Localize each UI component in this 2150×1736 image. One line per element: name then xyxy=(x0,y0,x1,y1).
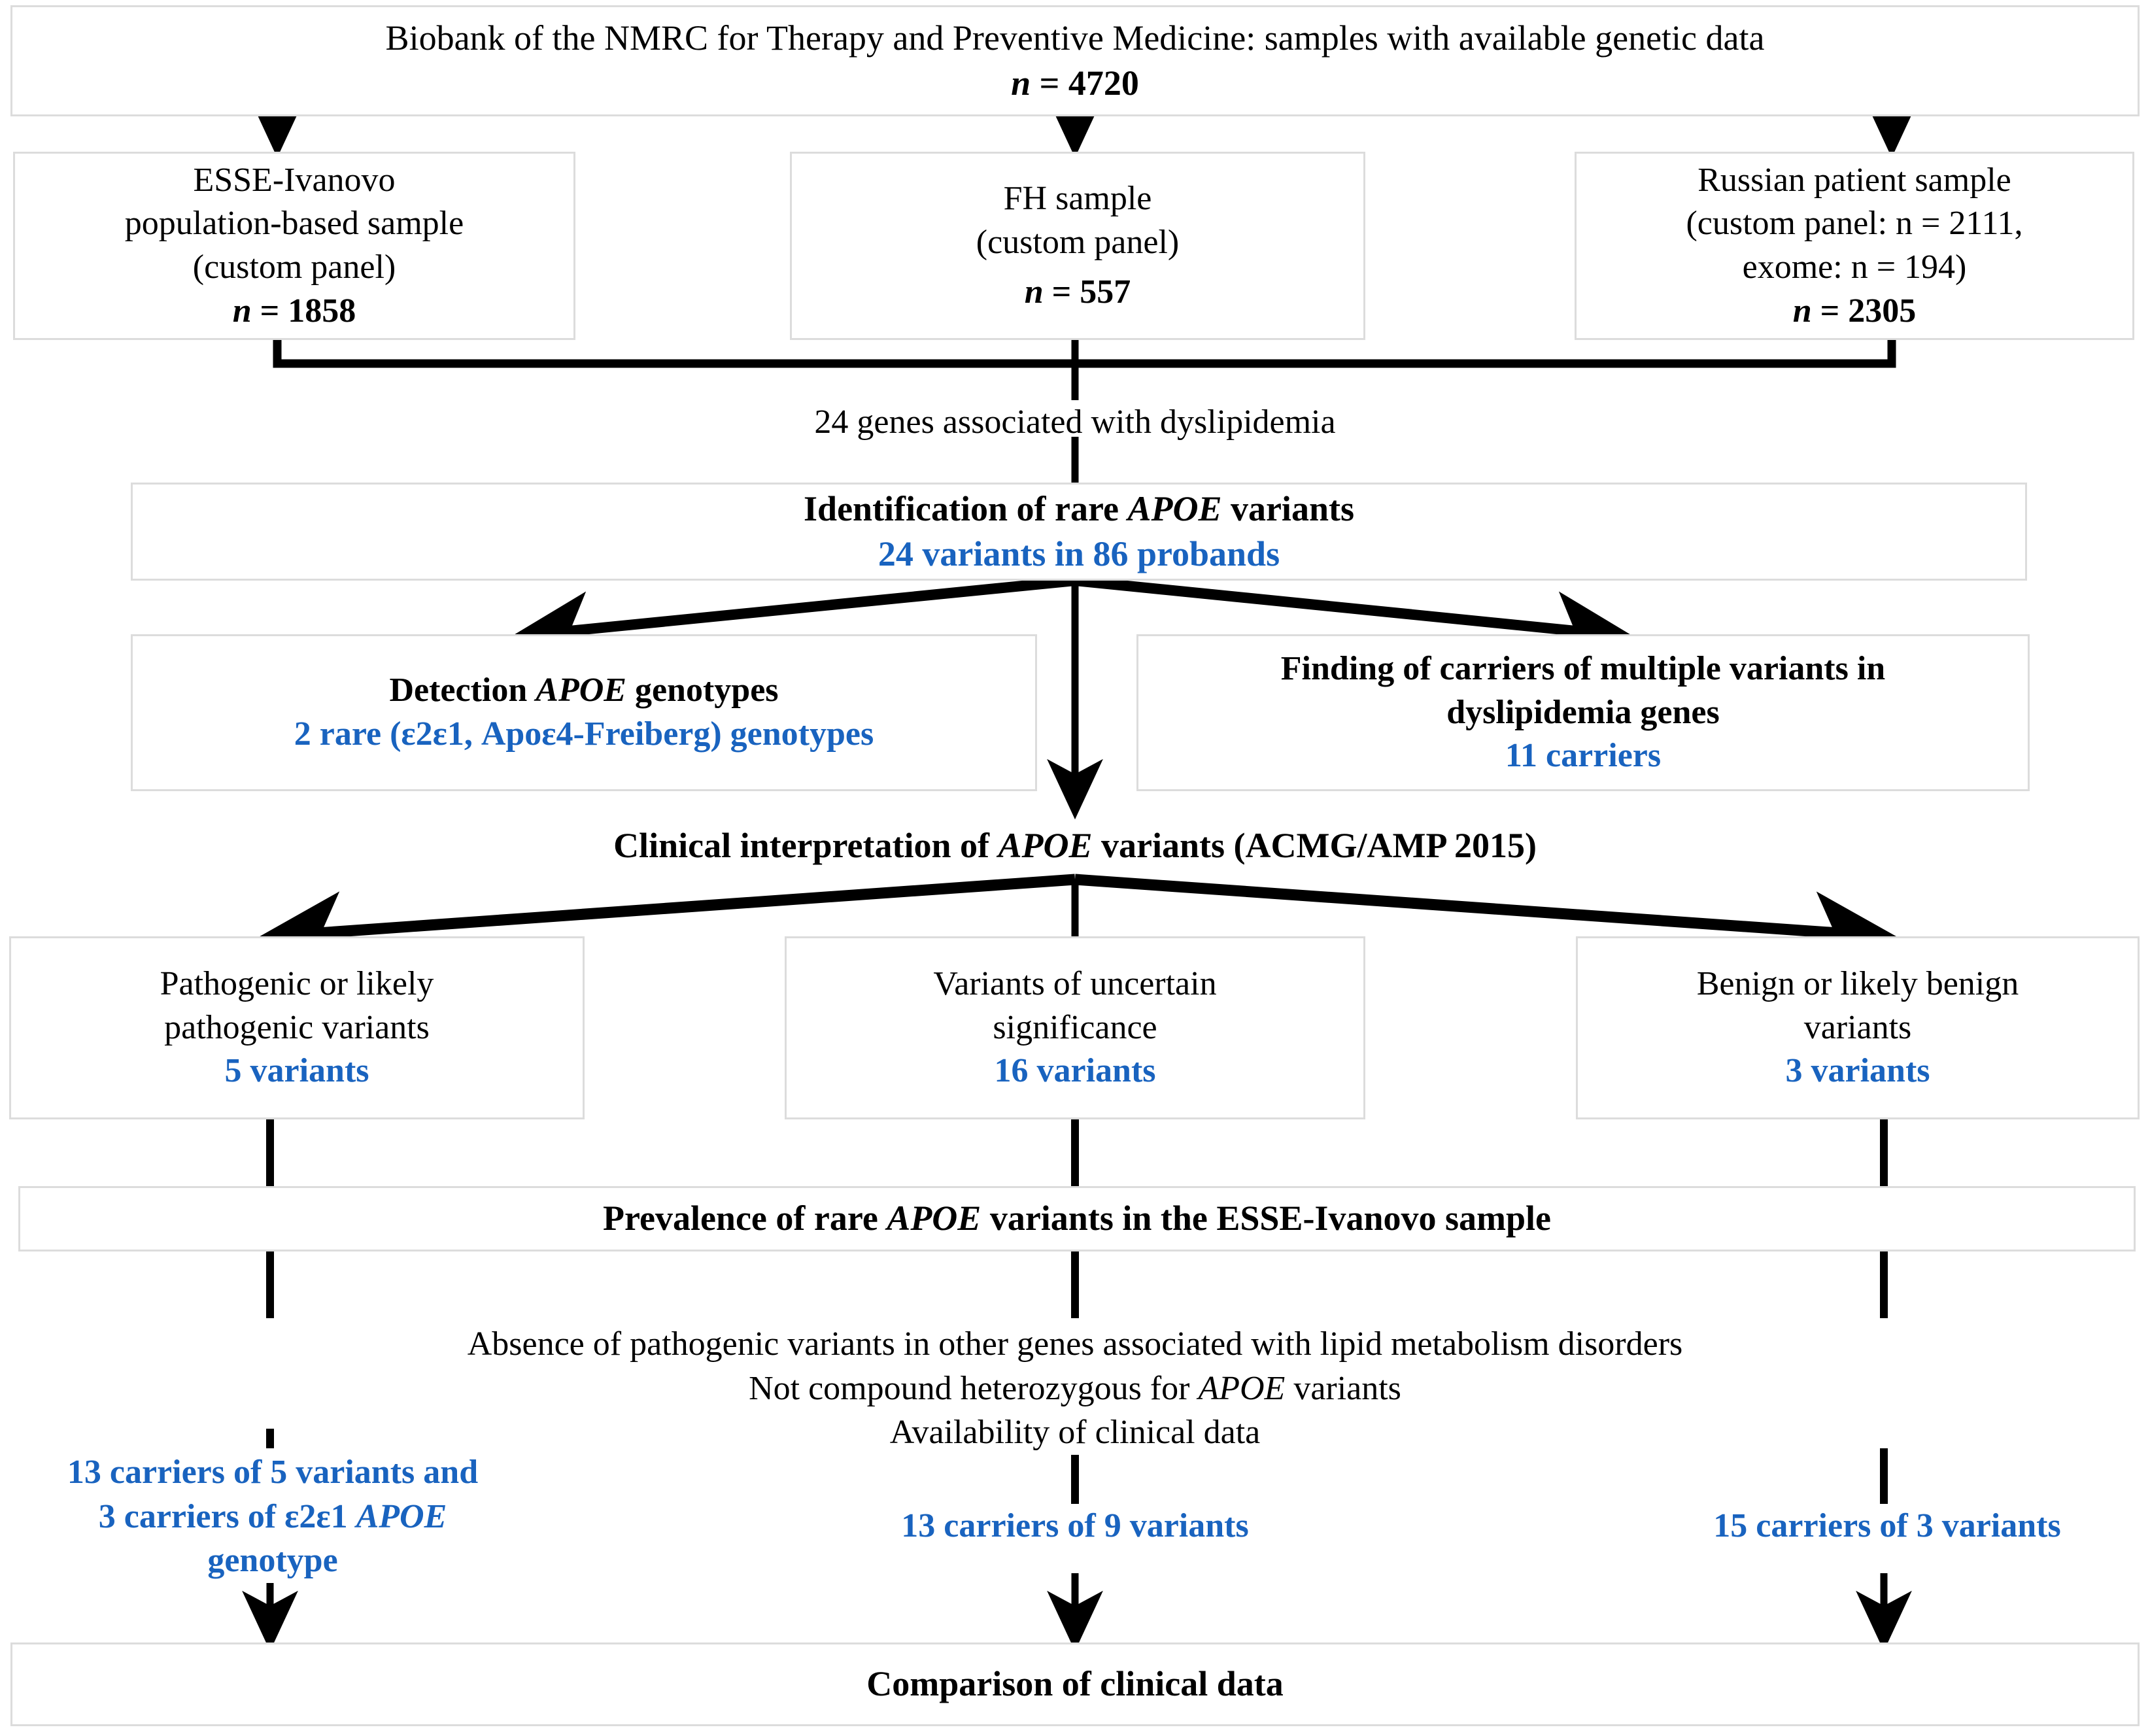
pathogenic-line1: Pathogenic or likely xyxy=(160,965,434,1003)
genotypes-subtitle: 2 rare (ε2ε1, Apoε4-Freiberg) genotypes xyxy=(294,715,874,753)
result-left-line1: 13 carriers of 5 variants and xyxy=(67,1454,479,1491)
node-biobank[interactable]: Biobank of the NMRC for Therapy and Prev… xyxy=(10,5,2140,116)
node-prevalence[interactable]: Prevalence of rare APOE variants in the … xyxy=(18,1186,2136,1251)
russian-n-symbol: n xyxy=(1792,292,1812,330)
arrow-identification-to-multiple xyxy=(1074,575,1635,667)
clinical-post: variants (ACMG/AMP 2015) xyxy=(1092,826,1537,865)
node-comparison[interactable]: Comparison of clinical data xyxy=(10,1642,2140,1726)
criteria-line2: Not compound heterozygous for APOE varia… xyxy=(275,1367,1875,1411)
result-right: 15 carriers of 3 variants xyxy=(1593,1504,2150,1548)
biobank-n-symbol: n xyxy=(1011,63,1031,103)
russian-n: n = 2305 xyxy=(1793,290,1917,333)
identification-title-pre: Identification of rare xyxy=(804,488,1128,528)
node-identification[interactable]: Identification of rare APOE variants 24 … xyxy=(131,483,2027,581)
biobank-n-value: = 4720 xyxy=(1031,63,1139,103)
node-vus-variants[interactable]: Variants of uncertain significance 16 va… xyxy=(785,936,1365,1119)
bracket-samples xyxy=(273,340,1896,368)
result-middle: 13 carriers of 9 variants xyxy=(781,1504,1369,1548)
identification-subtitle: 24 variants in 86 probands xyxy=(878,534,1280,573)
result-left-gene: APOE xyxy=(356,1497,447,1535)
vus-count: 16 variants xyxy=(994,1052,1156,1090)
node-russian-sample[interactable]: Russian patient sample (custom panel: n … xyxy=(1575,152,2134,340)
russian-n-value: = 2305 xyxy=(1811,292,1917,330)
node-multiple-variant-carriers[interactable]: Finding of carriers of multiple variants… xyxy=(1136,634,2030,791)
criteria-line2-post: variants xyxy=(1285,1369,1401,1407)
criteria-line1: Absence of pathogenic variants in other … xyxy=(467,1325,1683,1363)
vus-line1: Variants of uncertain xyxy=(933,965,1217,1003)
russian-line1: Russian patient sample xyxy=(1698,161,2011,199)
esse-n-value: = 1858 xyxy=(251,292,356,330)
prevalence-gene: APOE xyxy=(887,1199,981,1238)
biobank-n: n = 4720 xyxy=(1011,61,1139,106)
node-fh-sample[interactable]: FH sample (custom panel) n = 557 xyxy=(790,152,1365,340)
arrow-clinical-to-pathogenic xyxy=(258,874,1076,972)
fh-n-symbol: n xyxy=(1024,273,1044,311)
benign-line1: Benign or likely benign xyxy=(1696,965,2019,1003)
prevalence-post: variants in the ESSE-Ivanovo sample xyxy=(981,1199,1551,1238)
result-left-line3: genotype xyxy=(207,1542,338,1580)
russian-line2: (custom panel: n = 2111, xyxy=(1686,205,2023,243)
genotypes-title-post: genotypes xyxy=(626,672,779,709)
clinical-pre: Clinical interpretation of xyxy=(613,826,998,865)
criteria-line2-gene: APOE xyxy=(1198,1369,1286,1407)
genotypes-gene: APOE xyxy=(536,672,626,709)
node-benign-variants[interactable]: Benign or likely benign variants 3 varia… xyxy=(1576,936,2140,1119)
biobank-title: Biobank of the NMRC for Therapy and Prev… xyxy=(385,18,1765,58)
pathogenic-line2: pathogenic variants xyxy=(164,1008,430,1046)
label-24-genes: 24 genes associated with dyslipidemia xyxy=(421,400,1729,441)
clinical-gene: APOE xyxy=(998,826,1093,865)
esse-line3: (custom panel) xyxy=(192,248,396,286)
result-left-line2-pre: 3 carriers of ε2ε1 xyxy=(98,1497,356,1535)
comparison-text: Comparison of clinical data xyxy=(866,1664,1284,1704)
russian-line3: exome: n = 194) xyxy=(1742,248,1967,286)
fh-n-value: = 557 xyxy=(1043,273,1131,311)
vus-line2: significance xyxy=(993,1008,1157,1046)
esse-n-symbol: n xyxy=(232,292,252,330)
multiple-title-line1: Finding of carriers of multiple variants… xyxy=(1280,650,1886,688)
benign-line2: variants xyxy=(1803,1008,1912,1046)
fh-line1: FH sample xyxy=(1003,180,1152,218)
fh-line2: (custom panel) xyxy=(976,223,1180,261)
criteria-line2-pre: Not compound heterozygous for xyxy=(749,1369,1199,1407)
esse-line2: population-based sample xyxy=(124,205,464,243)
label-clinical-interpretation: Clinical interpretation of APOE variants… xyxy=(356,823,1794,865)
esse-n: n = 1858 xyxy=(233,290,356,333)
fh-n: n = 557 xyxy=(1025,271,1131,315)
result-left: 13 carriers of 5 variants and 3 carriers… xyxy=(14,1450,531,1583)
multiple-subtitle: 11 carriers xyxy=(1505,737,1662,775)
arrow-clinical-to-benign xyxy=(1074,874,1898,972)
benign-count: 3 variants xyxy=(1785,1052,1930,1090)
criteria-line3: Availability of clinical data xyxy=(889,1414,1261,1452)
pathogenic-count: 5 variants xyxy=(224,1052,369,1090)
node-pathogenic-variants[interactable]: Pathogenic or likely pathogenic variants… xyxy=(9,936,585,1119)
multiple-title-line2: dyslipidemia genes xyxy=(1446,693,1720,731)
identification-gene: APOE xyxy=(1127,488,1222,528)
node-apoe-genotypes[interactable]: Detection APOE genotypes 2 rare (ε2ε1, A… xyxy=(131,634,1037,791)
identification-title-post: variants xyxy=(1221,488,1354,528)
result-left-line2: 3 carriers of ε2ε1 APOE xyxy=(14,1495,531,1539)
criteria-block: Absence of pathogenic variants in other … xyxy=(275,1322,1875,1455)
genotypes-title-pre: Detection xyxy=(389,672,536,709)
genotypes-title: Detection APOE genotypes xyxy=(389,669,778,713)
prevalence-text: Prevalence of rare APOE variants in the … xyxy=(603,1196,1551,1241)
esse-line1: ESSE-Ivanovo xyxy=(193,161,396,199)
arrow-identification-to-genotypes xyxy=(510,575,1076,667)
identification-title: Identification of rare APOE variants xyxy=(804,486,1354,532)
prevalence-pre: Prevalence of rare xyxy=(603,1199,887,1238)
node-esse-sample[interactable]: ESSE-Ivanovo population-based sample (cu… xyxy=(13,152,575,340)
